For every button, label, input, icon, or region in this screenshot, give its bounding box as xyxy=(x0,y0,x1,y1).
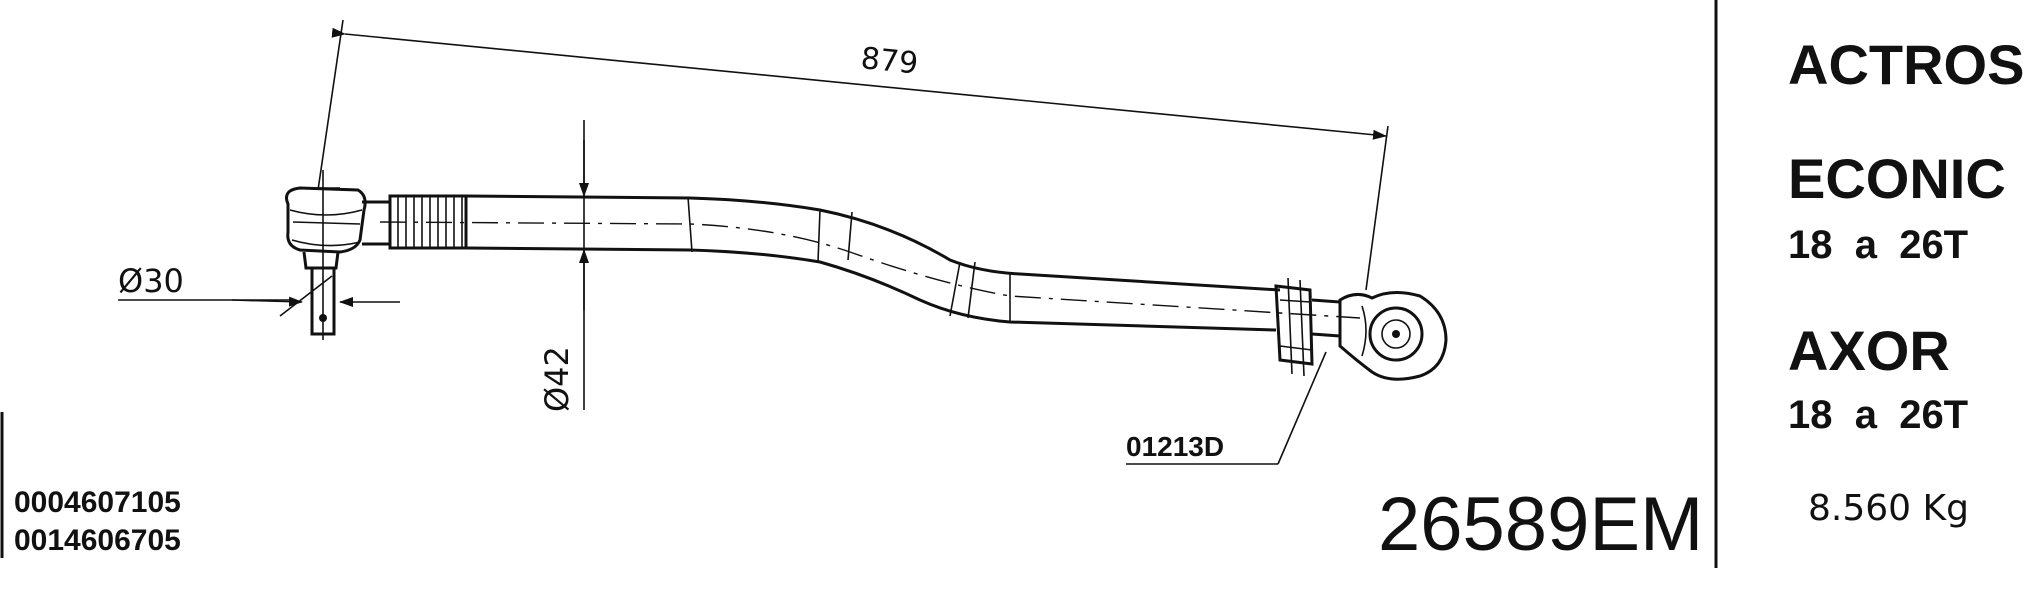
clamp-reference-label: 01213D xyxy=(1126,431,1224,462)
application-tonnage-axor: 18 a 26T xyxy=(1788,393,1968,437)
ball-diameter-dimension: Ø30 xyxy=(118,262,400,317)
application-model-econic: ECONIC xyxy=(1788,147,2006,210)
oem-number-1: 0004607105 xyxy=(14,486,181,519)
tie-rod xyxy=(285,170,1448,381)
length-label: 879 xyxy=(859,41,919,81)
tube-diameter-dimension: Ø42 xyxy=(538,120,589,412)
right-eye-end xyxy=(1338,291,1448,381)
application-tonnage-econic: 18 a 26T xyxy=(1788,223,1968,267)
clamp-reference-leader: 01213D xyxy=(1126,351,1327,465)
length-dimension: 879 xyxy=(317,19,1389,291)
tube-diameter-label: Ø42 xyxy=(538,346,576,412)
weight-label: 8.560 Kg xyxy=(1808,488,1969,529)
tube xyxy=(379,194,1361,332)
ball-diameter-label: Ø30 xyxy=(118,262,184,300)
application-model-axor: AXOR xyxy=(1788,319,1950,382)
application-model-actros: ACTROS xyxy=(1788,33,2024,96)
clamp xyxy=(1274,277,1342,377)
oem-number-2: 0014606705 xyxy=(14,524,181,557)
left-ball-joint xyxy=(285,170,367,340)
part-number: 26589EM xyxy=(1378,482,1703,567)
